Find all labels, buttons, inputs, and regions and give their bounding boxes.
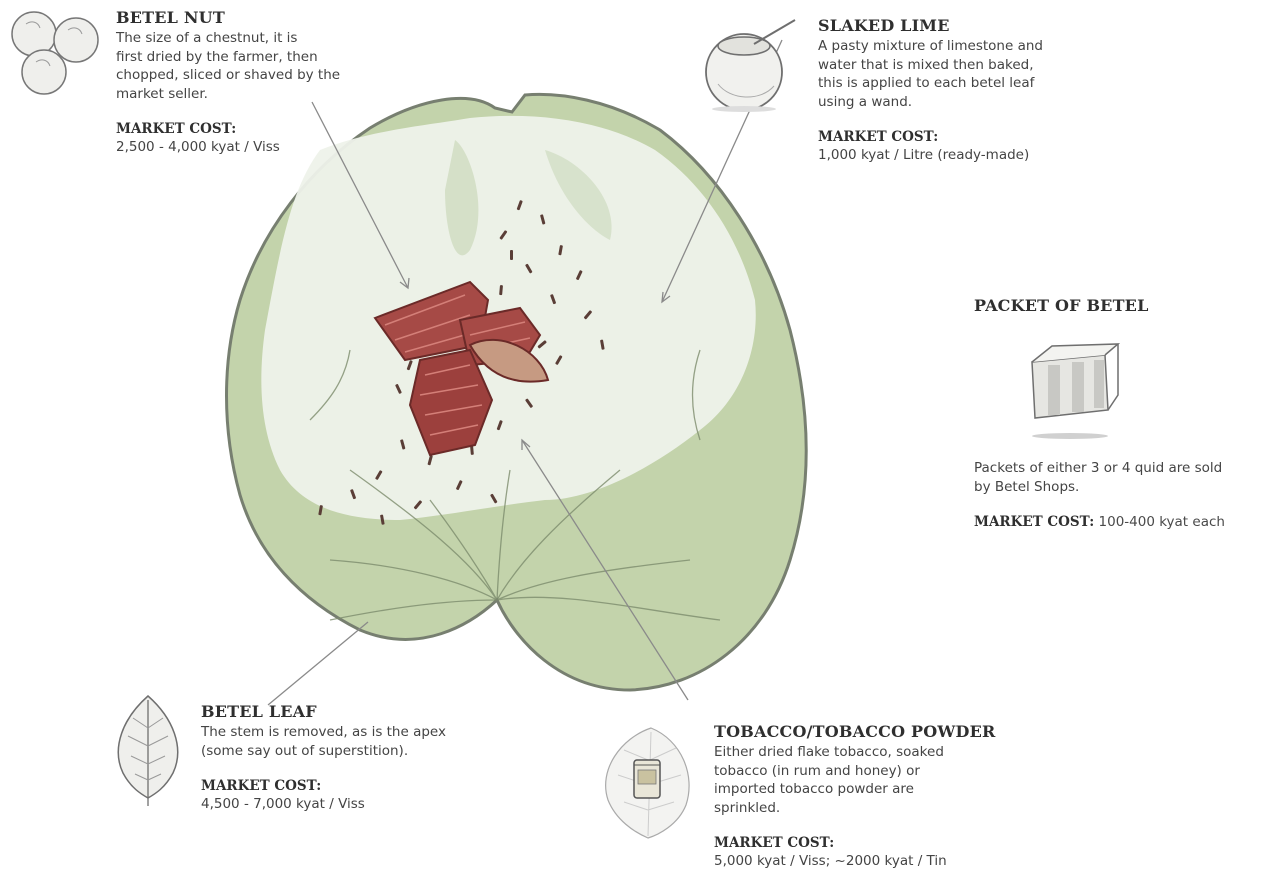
tobacco-block: TOBACCO/TOBACCO POWDER Either dried flak… [714,722,1014,870]
betel-nut-icon [6,4,106,99]
packet-of-betel-description: Packets of either 3 or 4 quid are sold b… [974,459,1259,496]
packet-of-betel-title-block: PACKET OF BETEL [974,296,1254,316]
packet-of-betel-cost-value: 100-400 kyat each [1099,514,1225,530]
slaked-lime-description: A pasty mixture of limestone and water t… [818,37,1078,111]
betel-leaf-cost-label: MARKET COST: [201,777,491,795]
slaked-lime-icon [700,12,800,112]
packet-of-betel-info-block: Packets of either 3 or 4 quid are sold b… [974,458,1259,531]
packet-of-betel-cost-label: MARKET COST: [974,514,1094,530]
slaked-lime-title: SLAKED LIME [818,16,1078,36]
packet-of-betel-cost: MARKET COST: 100-400 kyat each [974,513,1259,531]
tobacco-tin-icon [596,720,706,840]
packet-of-betel-icon [1020,340,1130,450]
betel-leaf-description: The stem is removed, as is the apex (som… [201,723,491,760]
betel-leaf-title: BETEL LEAF [201,702,491,722]
tobacco-title: TOBACCO/TOBACCO POWDER [714,722,1014,742]
packet-of-betel-title: PACKET OF BETEL [974,296,1254,316]
betel-nut-cost-value: 2,500 - 4,000 kyat / Viss [116,138,356,156]
tobacco-cost-value: 5,000 kyat / Viss; ~2000 kyat / Tin [714,852,1014,870]
betel-nut-description: The size of a chestnut, it is first drie… [116,29,356,103]
betel-nut-title: BETEL NUT [116,8,356,28]
tobacco-description: Either dried flake tobacco, soaked tobac… [714,743,1014,817]
slaked-lime-block: SLAKED LIME A pasty mixture of limestone… [818,16,1078,164]
slaked-lime-cost-label: MARKET COST: [818,128,1078,146]
tobacco-cost-label: MARKET COST: [714,834,1014,852]
betel-nut-cost-label: MARKET COST: [116,120,356,138]
betel-leaf-icon [103,688,193,808]
slaked-lime-cost-value: 1,000 kyat / Litre (ready-made) [818,146,1078,164]
betel-leaf-block: BETEL LEAF The stem is removed, as is th… [201,702,491,813]
betel-leaf-cost-value: 4,500 - 7,000 kyat / Viss [201,795,491,813]
betel-nut-block: BETEL NUT The size of a chestnut, it is … [116,8,356,156]
